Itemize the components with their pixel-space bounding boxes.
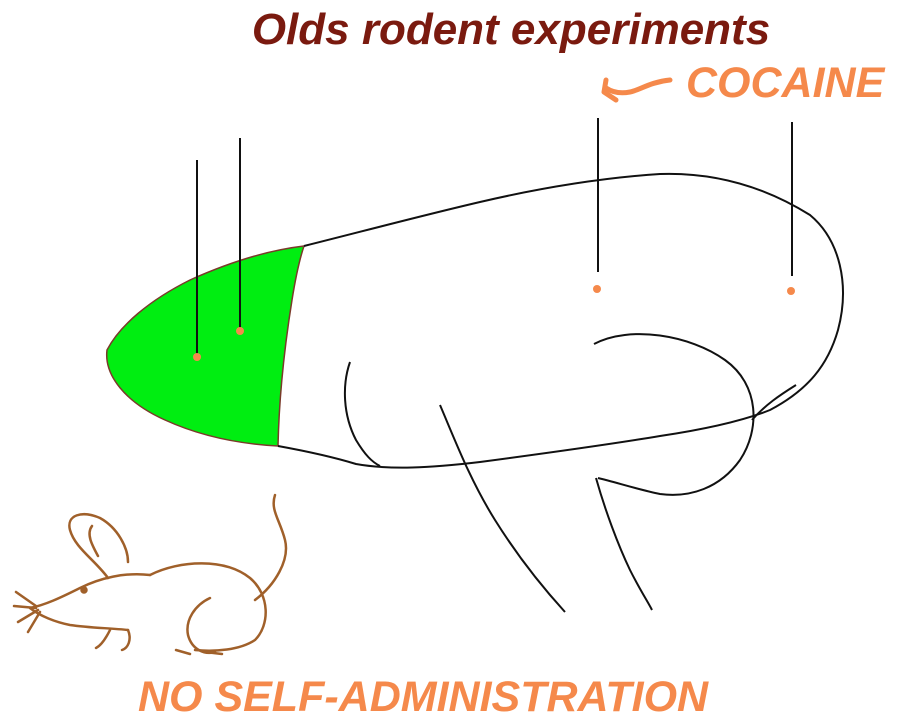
brainstem-left — [440, 405, 565, 612]
cocaine-label: COCAINE — [686, 58, 884, 108]
prefrontal-region — [107, 246, 304, 446]
electrode-tip-4 — [787, 287, 795, 295]
electrode-tip-1 — [193, 353, 201, 361]
brain-outline — [278, 174, 843, 468]
electrode-tip-3 — [593, 285, 601, 293]
mouse-icon — [14, 495, 286, 654]
cortex-fold — [345, 362, 380, 466]
brainstem-right — [596, 478, 652, 610]
page-title: Olds rodent experiments — [0, 4, 918, 56]
curved-arrow-icon — [604, 80, 670, 100]
result-label: NO SELF-ADMINISTRATION — [138, 672, 708, 722]
cerebellum-loop — [594, 334, 754, 495]
electrode-tip-2 — [236, 327, 244, 335]
